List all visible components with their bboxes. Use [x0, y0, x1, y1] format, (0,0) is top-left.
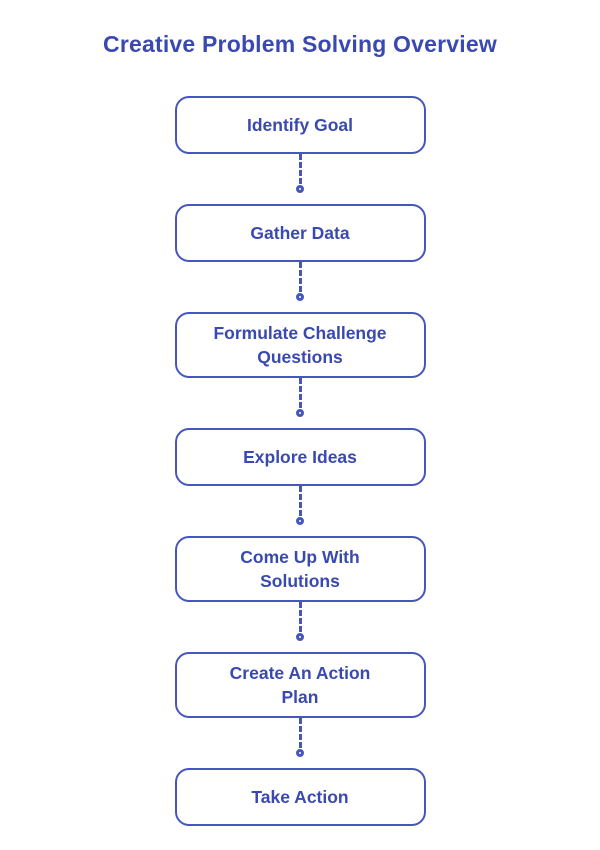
- dashed-line: [298, 602, 302, 632]
- step-label: Take Action: [251, 787, 349, 807]
- step-label: Come Up With Solutions: [240, 547, 360, 591]
- step-label: Formulate Challenge Questions: [213, 323, 387, 367]
- flow-step-take-action: Take Action: [174, 768, 426, 826]
- flow-connector: [296, 718, 304, 768]
- page-title: Creative Problem Solving Overview: [103, 31, 497, 57]
- flow-connector: [296, 262, 304, 312]
- flow-step-gather-data: Gather Data: [174, 204, 426, 262]
- dashed-line: [298, 262, 302, 292]
- flow-connector: [296, 154, 304, 204]
- dashed-line: [298, 378, 302, 408]
- flow-step-create-an-action-plan: Create An Action Plan: [174, 652, 426, 718]
- dashed-line: [298, 154, 302, 184]
- step-label: Gather Data: [250, 223, 350, 243]
- step-label: Create An Action Plan: [229, 663, 371, 707]
- connector-node-icon: [296, 517, 304, 525]
- flow-step-identify-goal: Identify Goal: [174, 96, 426, 154]
- dashed-line: [298, 718, 302, 748]
- connector-node-icon: [296, 185, 304, 193]
- connector-node-icon: [296, 293, 304, 301]
- connector-node-icon: [296, 409, 304, 417]
- dashed-line: [298, 486, 302, 516]
- step-label: Identify Goal: [247, 115, 353, 135]
- flow-connector: [296, 486, 304, 536]
- flow-connector: [296, 602, 304, 652]
- flow-step-come-up-with-solutions: Come Up With Solutions: [174, 536, 426, 602]
- connector-node-icon: [296, 749, 304, 757]
- connector-node-icon: [296, 633, 304, 641]
- step-label: Explore Ideas: [243, 447, 357, 467]
- flowchart: Identify Goal Gather Data Formulate Chal…: [174, 96, 426, 826]
- flow-connector: [296, 378, 304, 428]
- flow-step-formulate-challenge-questions: Formulate Challenge Questions: [174, 312, 426, 378]
- flow-step-explore-ideas: Explore Ideas: [174, 428, 426, 486]
